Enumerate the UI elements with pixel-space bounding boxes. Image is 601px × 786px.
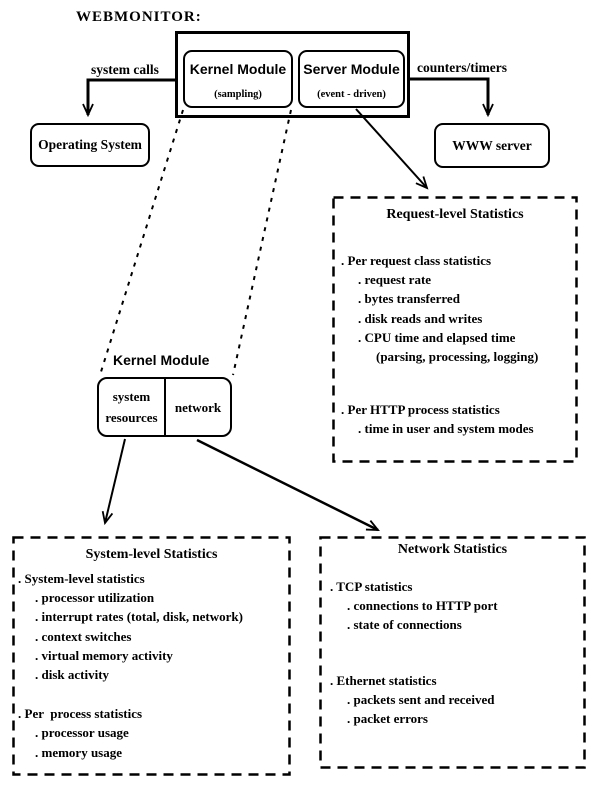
list-item: . memory usage [35,744,123,760]
list-item: . processor usage [35,725,129,741]
counters-timers-arrow [410,77,488,115]
request-level-statistics-box: Request-level Statistics . Per request c… [333,197,577,462]
server-module-mode: (event - driven) [317,89,386,100]
system-resources-cell: system resources [99,379,166,435]
counters-timers-label: counters/timers [417,60,507,75]
list-item: . TCP statistics [330,579,413,594]
request-box-title: Request-level Statistics [386,207,524,222]
server-module-label: Server Module [303,61,400,77]
list-item: . processor utilization [35,590,155,606]
kernel-detail-box: system resources network [97,377,232,437]
list-item: . request rate [358,272,432,288]
network-cell: network [166,379,230,435]
list-item: . System-level statistics [18,571,145,586]
list-item: . packet errors [347,711,428,727]
webmonitor-box [175,31,410,118]
operating-system-box: Operating System [30,123,150,167]
list-item: . time in user and system modes [358,421,534,437]
list-item: (parsing, processing, logging) [376,349,539,365]
list-item: . bytes transferred [358,291,460,307]
system-resources-line2: resources [105,410,158,425]
www-server-label: WWW server [452,137,532,153]
list-item: . connections to HTTP port [347,598,498,614]
operating-system-label: Operating System [38,137,142,152]
network-box-title: Network Statistics [397,542,508,557]
list-item: . disk activity [35,667,110,683]
list-item: . virtual memory activity [35,647,173,663]
network-cell-label: network [174,399,222,415]
kernel-module-label: Kernel Module [189,61,287,77]
kernel-module-box [183,50,293,108]
network-statistics-box: Network Statistics . TCP statistics . co… [320,537,585,768]
system-box-title: System-level Statistics [85,547,218,562]
system-calls-label: system calls [91,62,159,77]
list-item: . Per request class statistics [341,253,492,268]
list-item: . context switches [35,628,132,644]
list-item: . Per process statistics [18,706,143,722]
kernel-detail-label: Kernel Module [113,352,210,368]
page-title: WEBMONITOR: [76,9,202,25]
list-item: . CPU time and elapsed time [358,329,516,345]
list-item: . state of connections [347,617,462,633]
list-item: . Per HTTP process statistics [341,402,500,418]
server-to-request-arrow [355,108,427,188]
list-item: . interrupt rates (total, disk, network) [35,609,243,625]
list-item: . Ethernet statistics [330,672,437,688]
kernel-zoom-line-right [232,109,292,376]
list-item: . disk reads and writes [358,310,483,326]
kernel-module-mode: (sampling) [214,89,262,100]
system-level-statistics-box: System-level Statistics . System-level s… [13,537,290,775]
system-calls-arrow [88,78,175,115]
system-resources-line1: system [112,389,151,404]
www-server-box: WWW server [434,123,550,168]
kernel-to-system-arrow [105,438,126,523]
server-module-box [298,50,405,108]
list-item: . packets sent and received [347,691,495,707]
